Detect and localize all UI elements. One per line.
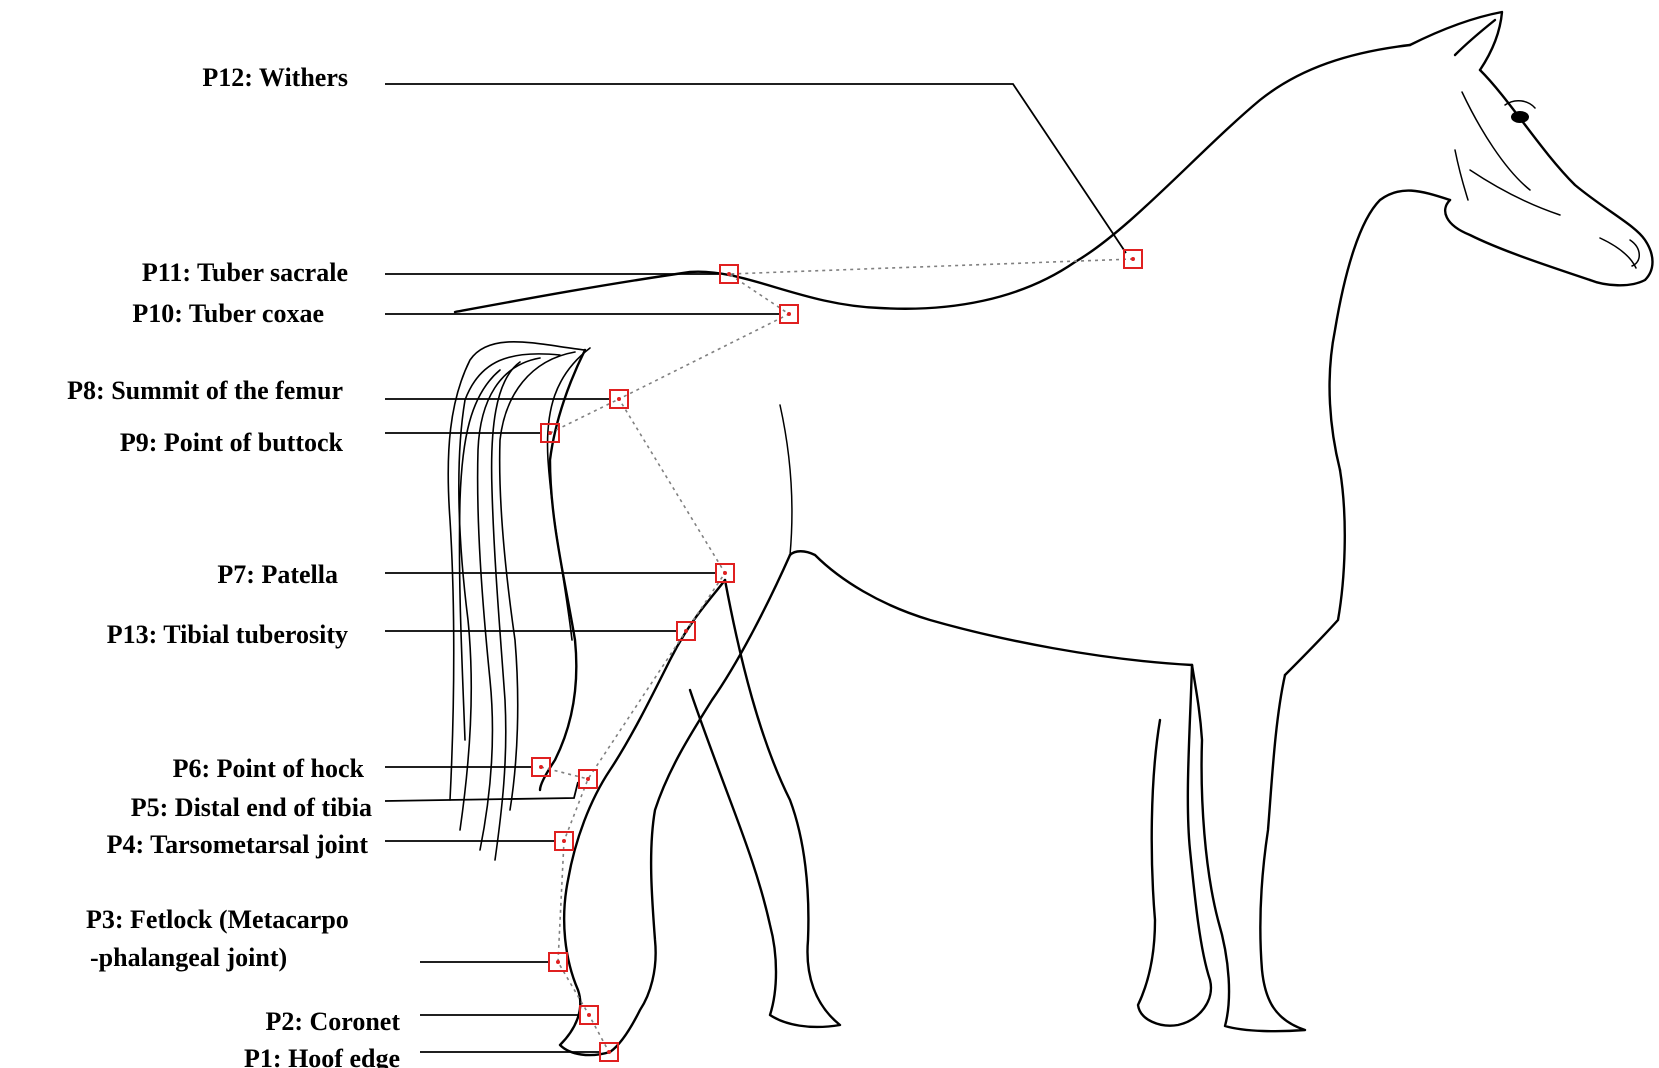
marker-p1 (600, 1043, 618, 1061)
marker-p3 (549, 953, 567, 971)
label-p3-line1: P3: Fetlock (Metacarpo (86, 905, 349, 934)
marker-p8 (610, 390, 628, 408)
horse-chest (1285, 470, 1345, 675)
horse-stifle (780, 405, 792, 555)
horse-jaw (1445, 200, 1590, 280)
landmark-markers (532, 250, 1142, 1061)
dotted-segment-chain (558, 259, 1133, 1052)
label-p5: P5: Distal end of tibia (131, 793, 372, 822)
leader-line-p5 (385, 782, 578, 801)
label-p8: P8: Summit of the femur (67, 376, 343, 405)
label-p11: P11: Tuber sacrale (142, 258, 348, 287)
marker-p10 (780, 305, 798, 323)
label-p1: P1: Hoof edge (244, 1044, 400, 1068)
marker-p13 (677, 622, 695, 640)
leader-line-p12 (385, 84, 1126, 253)
horse-ear-left (1455, 20, 1495, 55)
label-p7: P7: Patella (217, 560, 338, 589)
skeleton-dotted-lines (541, 259, 1133, 1052)
horse-face (1480, 70, 1653, 285)
label-p3-line2: -phalangeal joint) (90, 943, 287, 972)
horse-throat (1330, 191, 1450, 470)
horse-back-line (455, 45, 1410, 312)
label-p6: P6: Point of hock (173, 754, 365, 783)
label-p4: P4: Tarsometarsal joint (107, 830, 369, 859)
horse-hind-leg-far (690, 580, 840, 1027)
horse-nostril (1630, 240, 1639, 266)
label-p2: P2: Coronet (265, 1007, 400, 1036)
horse-hind-leg-near (560, 555, 790, 1055)
label-p9: P9: Point of buttock (120, 428, 344, 457)
marker-p5 (579, 770, 597, 788)
marker-p12 (1124, 250, 1142, 268)
dotted-segment-chain (550, 399, 619, 433)
landmark-labels: P12: Withers P11: Tuber sacrale P10: Tub… (67, 63, 400, 1068)
horse-ear-right (1410, 12, 1502, 70)
horse-outline-drawing (448, 12, 1652, 1055)
label-p13: P13: Tibial tuberosity (107, 620, 348, 649)
label-p12: P12: Withers (202, 63, 348, 92)
label-p10: P10: Tuber coxae (132, 299, 324, 328)
horse-belly (790, 551, 1192, 665)
horse-eye (1511, 111, 1529, 123)
marker-p2 (580, 1006, 598, 1024)
